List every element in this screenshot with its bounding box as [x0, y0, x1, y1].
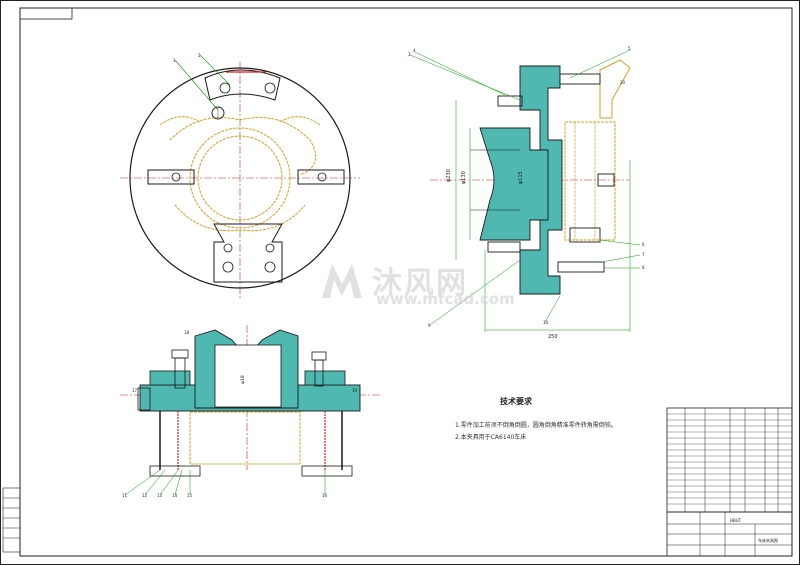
item-balloon: 4	[413, 48, 416, 53]
watermark-url-text: www.mfcad.com	[376, 290, 515, 308]
item-balloon: 17	[132, 388, 138, 393]
side-section-view	[409, 49, 641, 332]
item-balloon: 14	[172, 493, 178, 498]
parts-list	[666, 407, 793, 513]
item-balloon: 13	[157, 493, 163, 498]
left-margin-table	[2, 487, 21, 553]
item-balloon: 16	[322, 493, 328, 498]
front-section-view	[120, 325, 380, 496]
item-balloon: 15	[187, 493, 193, 498]
dim-overall-width: 250	[548, 334, 558, 340]
item-balloon: 9	[428, 323, 431, 328]
school-mark: HBUT	[730, 518, 742, 523]
technical-requirements-title: 技术要求	[500, 397, 532, 406]
item-balloon: 8	[642, 265, 645, 270]
item-balloon: 3	[408, 52, 411, 57]
item-balloon: 2	[198, 53, 201, 58]
item-balloon: 18	[184, 330, 190, 335]
plan-view	[120, 54, 360, 300]
item-balloon: 12	[142, 493, 148, 498]
technical-note-2: 2.本夹具用于CA6140车床	[455, 434, 527, 441]
dim-overall-height: φ230	[446, 169, 452, 182]
item-balloon: 1	[173, 58, 176, 63]
item-balloon: 19	[352, 388, 358, 393]
title-block: HBUT 车床夹具图	[666, 511, 793, 557]
watermark-logo-icon	[322, 264, 362, 298]
item-balloon: 5	[628, 46, 631, 51]
item-balloon: 20	[620, 80, 626, 85]
watermark: 沐风网 www.mfcad.com	[318, 258, 515, 308]
watermark-cn-text: 沐风网	[372, 266, 468, 301]
item-balloon: 6	[642, 242, 645, 247]
drawing-number-box	[19, 7, 73, 20]
item-balloon: 11	[122, 493, 128, 498]
drawing-name: 车床夹具图	[758, 537, 778, 543]
technical-note-1: 1.零件加工前须不倒角倒圆，圆角倒角精准零件转角需倒钝。	[455, 422, 617, 429]
item-balloon: 7	[642, 252, 645, 257]
sheet-inner-border	[19, 7, 793, 557]
item-balloon: 10	[543, 320, 549, 325]
dim-bottom-diameter: φ18	[240, 375, 246, 384]
dim-inner-diameter: φ130	[461, 171, 467, 184]
dim-bore: φ115	[518, 171, 524, 184]
